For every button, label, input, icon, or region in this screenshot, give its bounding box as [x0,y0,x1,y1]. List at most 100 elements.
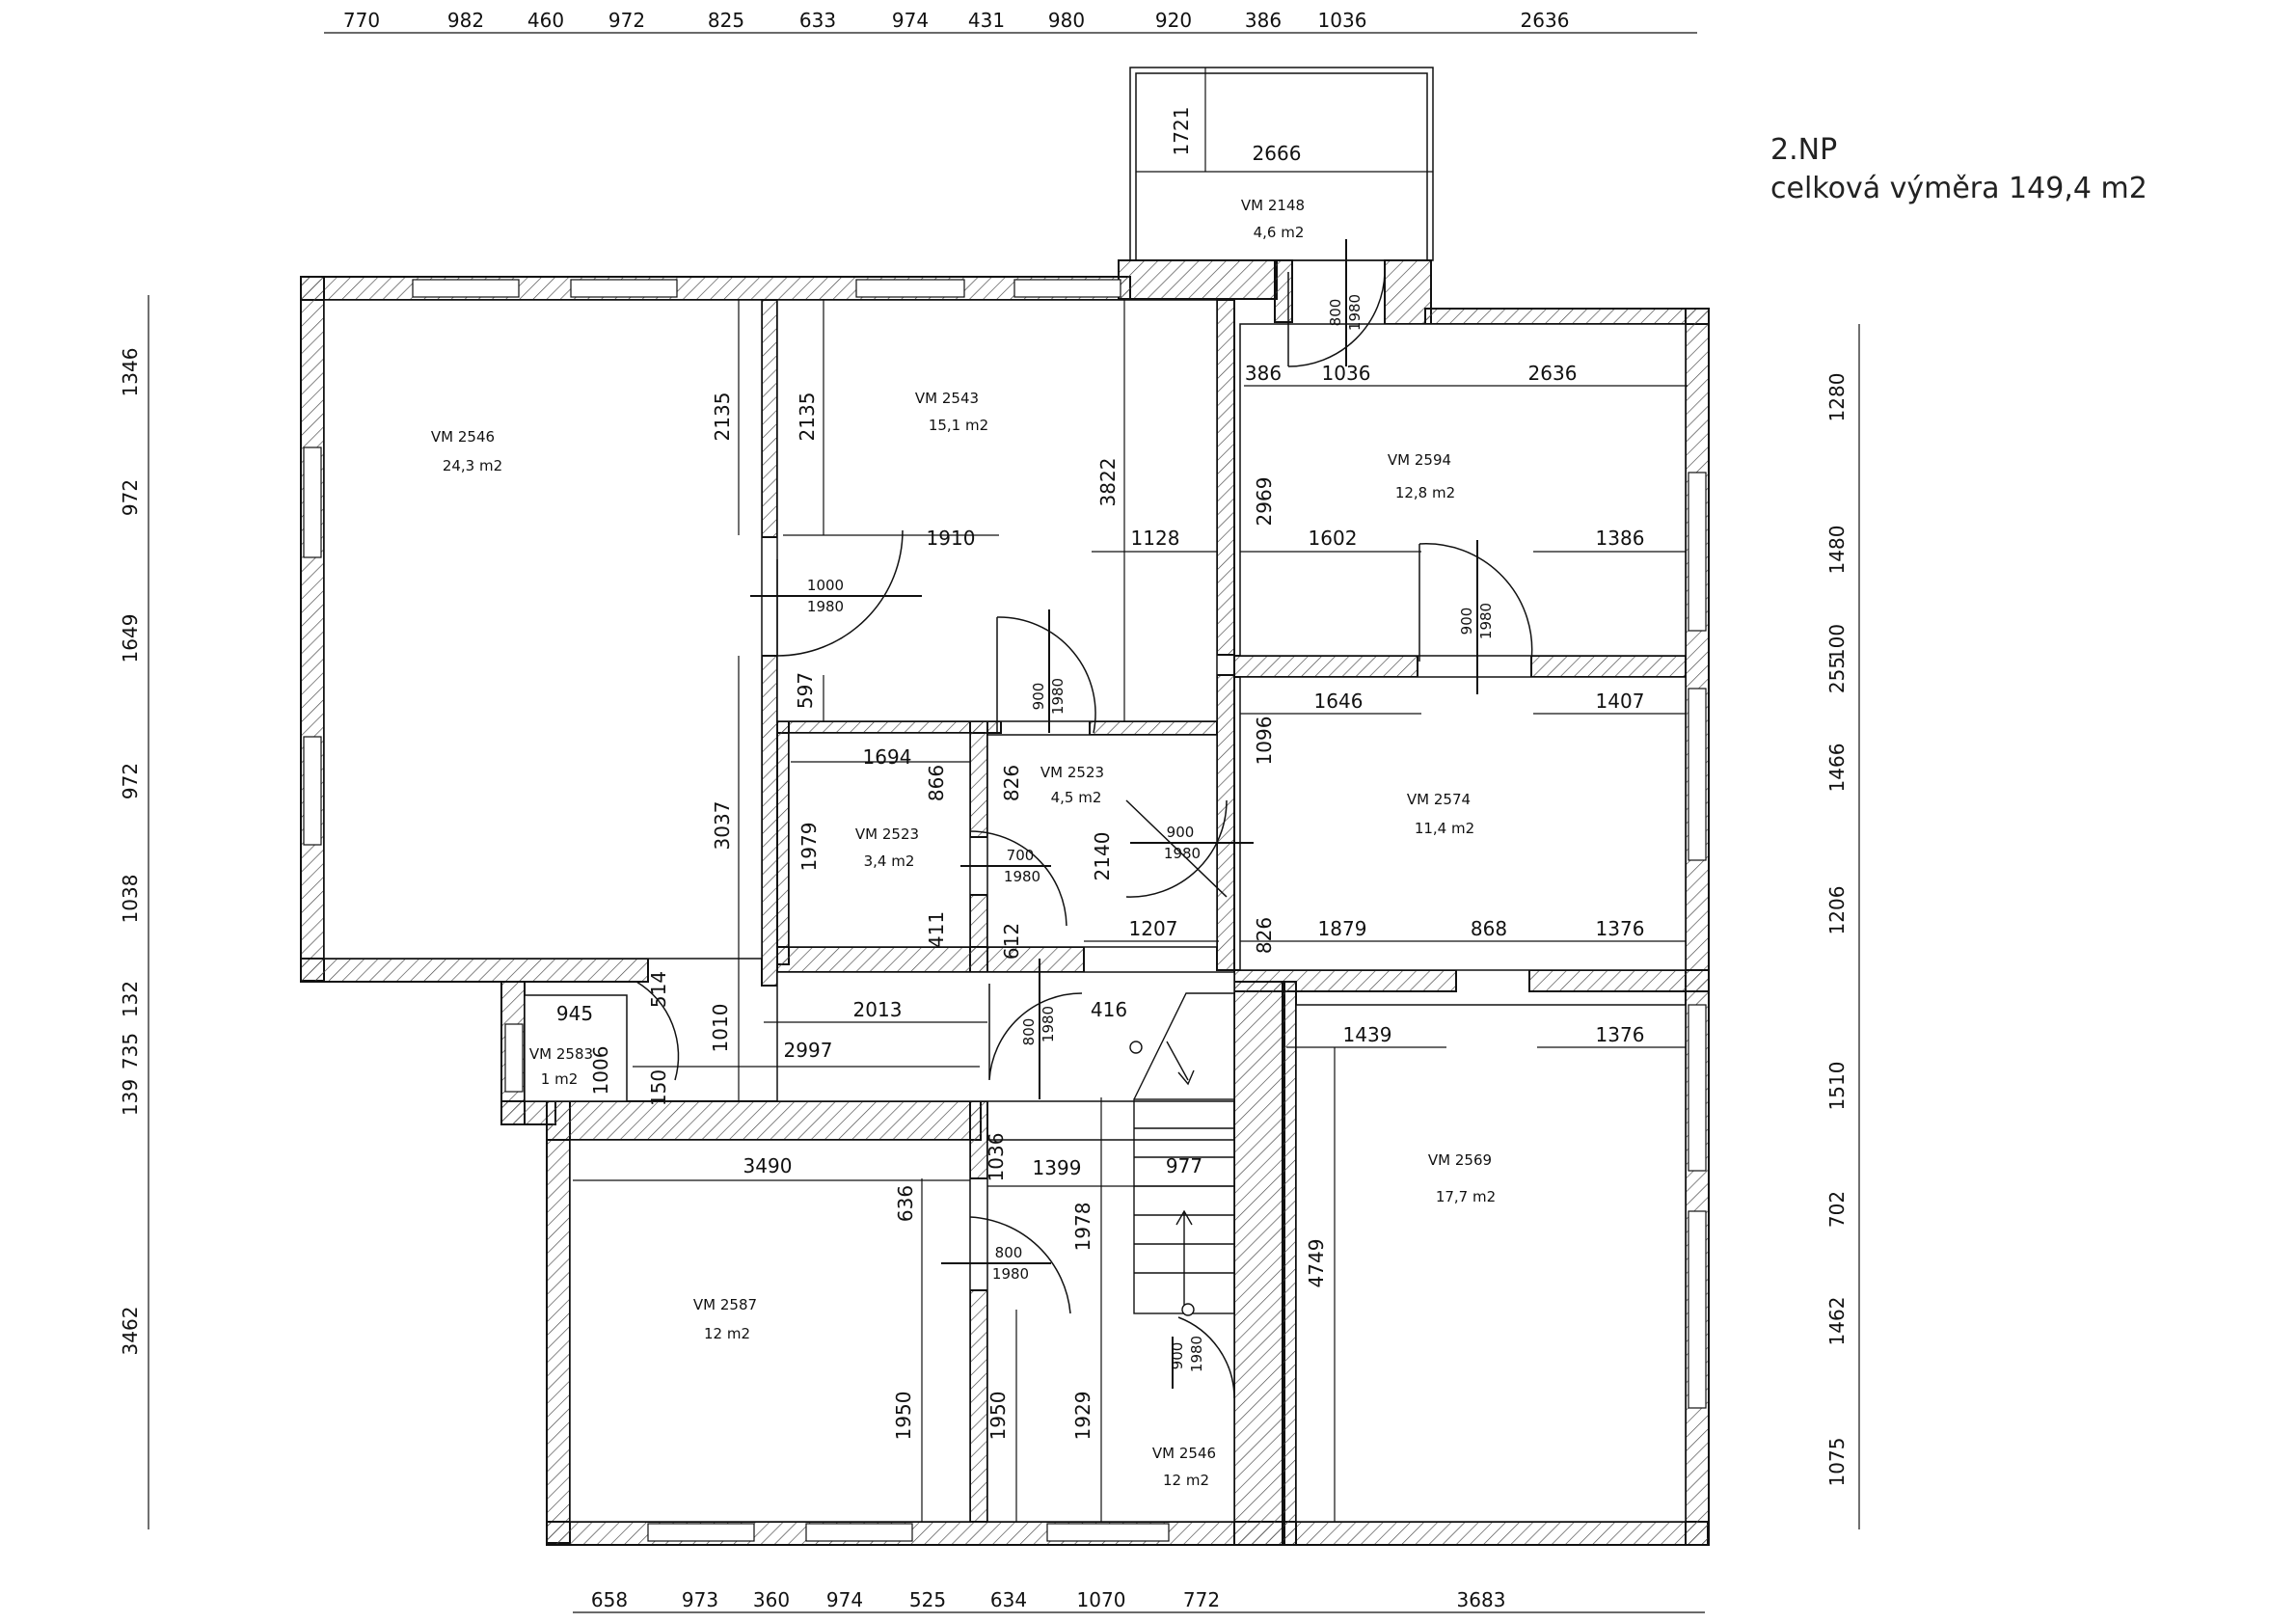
room-2543-area: 15,1 m2 [929,417,988,434]
dim-int-23: 612 [1000,923,1023,960]
dim-int-30: 514 [647,971,670,1008]
dim-int-28: 1376 [1596,917,1645,940]
dim-right-1: 1280 [1825,373,1849,422]
door-7-height: 1980 [1040,1006,1057,1042]
dim-int-49: 1929 [1071,1392,1094,1441]
dim-top-2: 982 [447,9,484,32]
door-2-height: 1980 [1049,678,1067,715]
dim-top-1: 770 [343,9,380,32]
dim-right-3: 100 [1825,624,1849,661]
dim-bottom-2: 973 [682,1588,718,1611]
dim-top-4: 972 [608,9,645,32]
windows [303,279,1707,1542]
door-3-width: 800 [1327,299,1344,327]
dims-top: 770 982 460 972 825 633 974 431 980 920 … [343,9,1570,32]
dim-int-2: 2135 [711,392,734,442]
dim-int-11: 1602 [1309,527,1358,550]
room-2583-id: VM 2583 [529,1045,593,1063]
total-area-label: celková výměra 149,4 m2 [1770,172,2147,205]
dim-top-10: 920 [1155,9,1192,32]
door-9-width: 900 [1169,1342,1186,1370]
room-2148-id: VM 2148 [1241,197,1305,214]
dim-int-47: 1950 [892,1392,915,1441]
dim-int-16: 1096 [1253,717,1276,766]
dim-bottom-8: 772 [1183,1588,1220,1611]
room-2523a-area: 4,5 m2 [1051,789,1102,806]
dim-int-12: 1386 [1596,527,1645,550]
dim-int-33: 945 [556,1002,593,1025]
dim-top-11: 386 [1245,9,1282,32]
dim-int-42: 977 [1166,1154,1202,1177]
dim-bottom-3: 360 [753,1588,790,1611]
dim-left-2: 972 [119,479,142,516]
dim-top-3: 460 [527,9,564,32]
dim-int-14: 1646 [1314,690,1364,713]
dim-left-1: 1346 [119,348,142,397]
room-2546-id: VM 2546 [431,428,495,446]
dim-int-36: 2997 [784,1039,833,1062]
dim-int-27: 868 [1471,917,1507,940]
dim-int-41: 1399 [1033,1156,1082,1179]
dim-top-12: 1036 [1318,9,1367,32]
dim-int-15: 1407 [1596,690,1645,713]
door-1-width: 1000 [807,577,844,594]
staircase [1129,992,1235,1316]
dim-int-24: 1207 [1129,917,1178,940]
door-9-height: 1980 [1188,1336,1205,1372]
dim-right-8: 702 [1825,1191,1849,1228]
dim-int-31: 2013 [853,998,903,1021]
dim-int-44: 636 [894,1185,917,1222]
room-2569-id: VM 2569 [1428,1151,1492,1169]
dim-int-48: 1950 [986,1392,1010,1441]
door-7-width: 800 [1020,1018,1038,1046]
dim-int-45: 1978 [1071,1203,1094,1252]
door-6-height: 1980 [1004,868,1040,885]
room-2594-area: 12,8 m2 [1395,484,1455,501]
dim-left-3: 1649 [119,614,142,663]
dim-right-2: 1480 [1825,526,1849,575]
door-swings [635,271,1533,1399]
dim-int-38: 1439 [1343,1023,1392,1046]
dim-top-8: 431 [968,9,1005,32]
dims-bottom: 658 973 360 974 525 634 1070 772 3683 [591,1588,1506,1611]
door-2-width: 900 [1030,683,1047,711]
room-2546b-area: 12 m2 [1163,1472,1209,1489]
room-2583-area: 1 m2 [541,1070,578,1088]
dim-right-9: 1462 [1825,1297,1849,1346]
room-2148-area: 4,6 m2 [1254,224,1305,241]
dim-top-5: 825 [708,9,744,32]
dim-int-37: 150 [647,1069,670,1106]
room-2569-area: 17,7 m2 [1436,1188,1496,1205]
room-2523a-id: VM 2523 [1040,764,1104,781]
dim-left-6: 132 [119,981,142,1017]
room-2523b-area: 3,4 m2 [864,852,915,870]
dim-int-4: 3822 [1096,458,1120,507]
room-labels: VM 2546 24,3 m2 VM 2543 15,1 m2 VM 2148 … [431,197,1496,1489]
dim-bottom-5: 525 [909,1588,946,1611]
dim-int-26: 1879 [1318,917,1367,940]
dim-int-5: 1910 [927,527,976,550]
dim-left-7: 735 [119,1033,142,1069]
dim-bottom-6: 634 [990,1588,1027,1611]
room-2574-area: 11,4 m2 [1415,820,1474,837]
dim-int-8: 1036 [1322,362,1371,385]
dim-int-7: 386 [1245,362,1282,385]
room-2587-area: 12 m2 [704,1325,750,1342]
room-2587-id: VM 2587 [693,1296,757,1313]
dim-int-35: 1010 [709,1004,732,1053]
dim-top-7: 974 [892,9,929,32]
room-2546b-id: VM 2546 [1152,1445,1216,1462]
dim-right-7: 1510 [1825,1062,1849,1111]
room-2594-id: VM 2594 [1388,451,1451,469]
room-interiors [323,299,1687,1523]
dim-bottom-4: 974 [826,1588,863,1611]
door-3-height: 1980 [1346,294,1364,331]
dim-bottom-1: 658 [591,1588,628,1611]
dim-int-1: 1721 [1170,107,1193,156]
dimension-lines [148,32,1860,1613]
dim-left-5: 1038 [119,875,142,924]
dim-int-46: 4749 [1305,1239,1328,1288]
dim-int-39: 1376 [1596,1023,1645,1046]
door-1-height: 1980 [807,598,844,615]
